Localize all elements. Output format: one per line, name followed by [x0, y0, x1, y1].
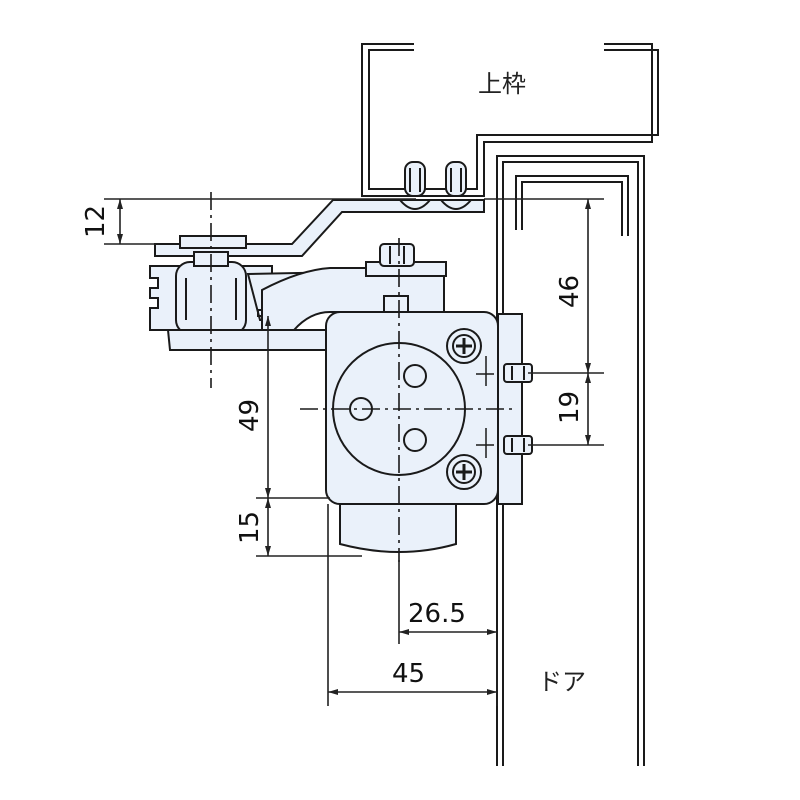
body-bottom-cylinder	[339, 503, 457, 553]
dim-label-49: 49	[235, 399, 265, 432]
top-nut	[379, 243, 415, 267]
frame-bracket	[154, 161, 485, 257]
cover-hole-1	[403, 364, 427, 388]
phillips-screw-top	[446, 328, 482, 364]
dim-label-46: 46	[555, 275, 585, 308]
dim-label-12: 12	[81, 205, 111, 238]
upper-frame	[361, 43, 659, 197]
hinge-body	[325, 311, 533, 553]
center-lines	[210, 192, 512, 562]
dimension-lines	[104, 198, 604, 706]
dim-label-15: 15	[235, 511, 265, 544]
phillips-screw-bottom	[446, 454, 482, 490]
frame-screw-2	[445, 161, 467, 197]
frame-screw-1	[404, 161, 426, 197]
side-set-screw-1	[503, 363, 533, 383]
dim-label-45: 45	[392, 659, 425, 689]
dim-label-19: 19	[555, 391, 585, 424]
dim-label-26-5: 26.5	[408, 599, 466, 629]
cover-hole-3	[403, 428, 427, 452]
side-set-screw-2	[503, 435, 533, 455]
door-label: ドア	[538, 668, 586, 696]
upper-frame-label: 上枠	[478, 70, 526, 98]
